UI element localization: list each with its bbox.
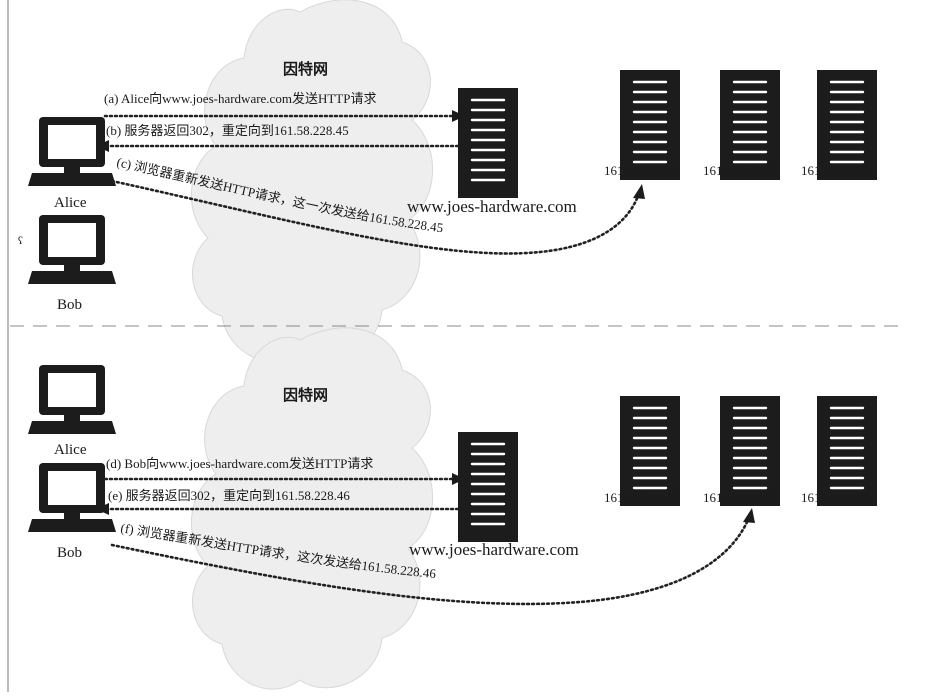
bottom-panel: 因特网 Alice Bob www.joes-hardware.com 161.…: [28, 327, 879, 690]
user-label-alice: Alice: [54, 442, 87, 458]
resend-arrow: [110, 179, 640, 255]
arrowhead-icon: [452, 473, 465, 485]
step-label-d: (d) Bob向www.joes-hardware.com发送HTTP请求: [106, 456, 373, 471]
user-label-bob: Bob: [57, 545, 82, 561]
arrowhead-icon: [96, 140, 109, 152]
server-ip-label: 161.58.228.46: [703, 490, 778, 505]
computer-icon: [28, 365, 116, 434]
step-label-a: (a) Alice向www.joes-hardware.com发送HTTP请求: [104, 91, 376, 106]
resend-arrow: [110, 518, 750, 606]
server-ip-label: 161.58.228.45: [604, 490, 679, 505]
cloud-label: 因特网: [283, 60, 328, 78]
arrowhead-icon: [452, 110, 465, 122]
user-label-bob: Bob: [57, 297, 82, 313]
computer-icon: [28, 463, 116, 532]
hostname-label: www.joes-hardware.com: [407, 197, 577, 216]
load-balancer-server-icon: [456, 430, 520, 544]
arrowhead-icon: [96, 503, 109, 515]
server-ip-label: 161.58.228.45: [604, 163, 679, 178]
computer-icon: [28, 215, 116, 284]
server-ip-label: 161.58.228.47: [801, 163, 876, 178]
arrowhead-icon: [633, 184, 645, 199]
user-label-alice: Alice: [54, 195, 87, 211]
hostname-label: www.joes-hardware.com: [409, 540, 579, 559]
computer-icon: [28, 117, 116, 186]
server-ip-label: 161.58.228.47: [801, 490, 876, 505]
stray-mark: ʕ: [18, 235, 23, 247]
load-balancer-server-icon: [456, 86, 520, 200]
arrowhead-icon: [743, 508, 755, 523]
step-label-e: (e) 服务器返回302，重定向到161.58.228.46: [108, 488, 350, 503]
server-ip-label: 161.58.228.46: [703, 163, 778, 178]
cloud-label: 因特网: [283, 386, 328, 404]
step-label-b: (b) 服务器返回302，重定向到161.58.228.45: [106, 123, 349, 138]
top-panel: 因特网 Alice Bob ʕ www.joes-hardware.com 16…: [18, 0, 879, 362]
